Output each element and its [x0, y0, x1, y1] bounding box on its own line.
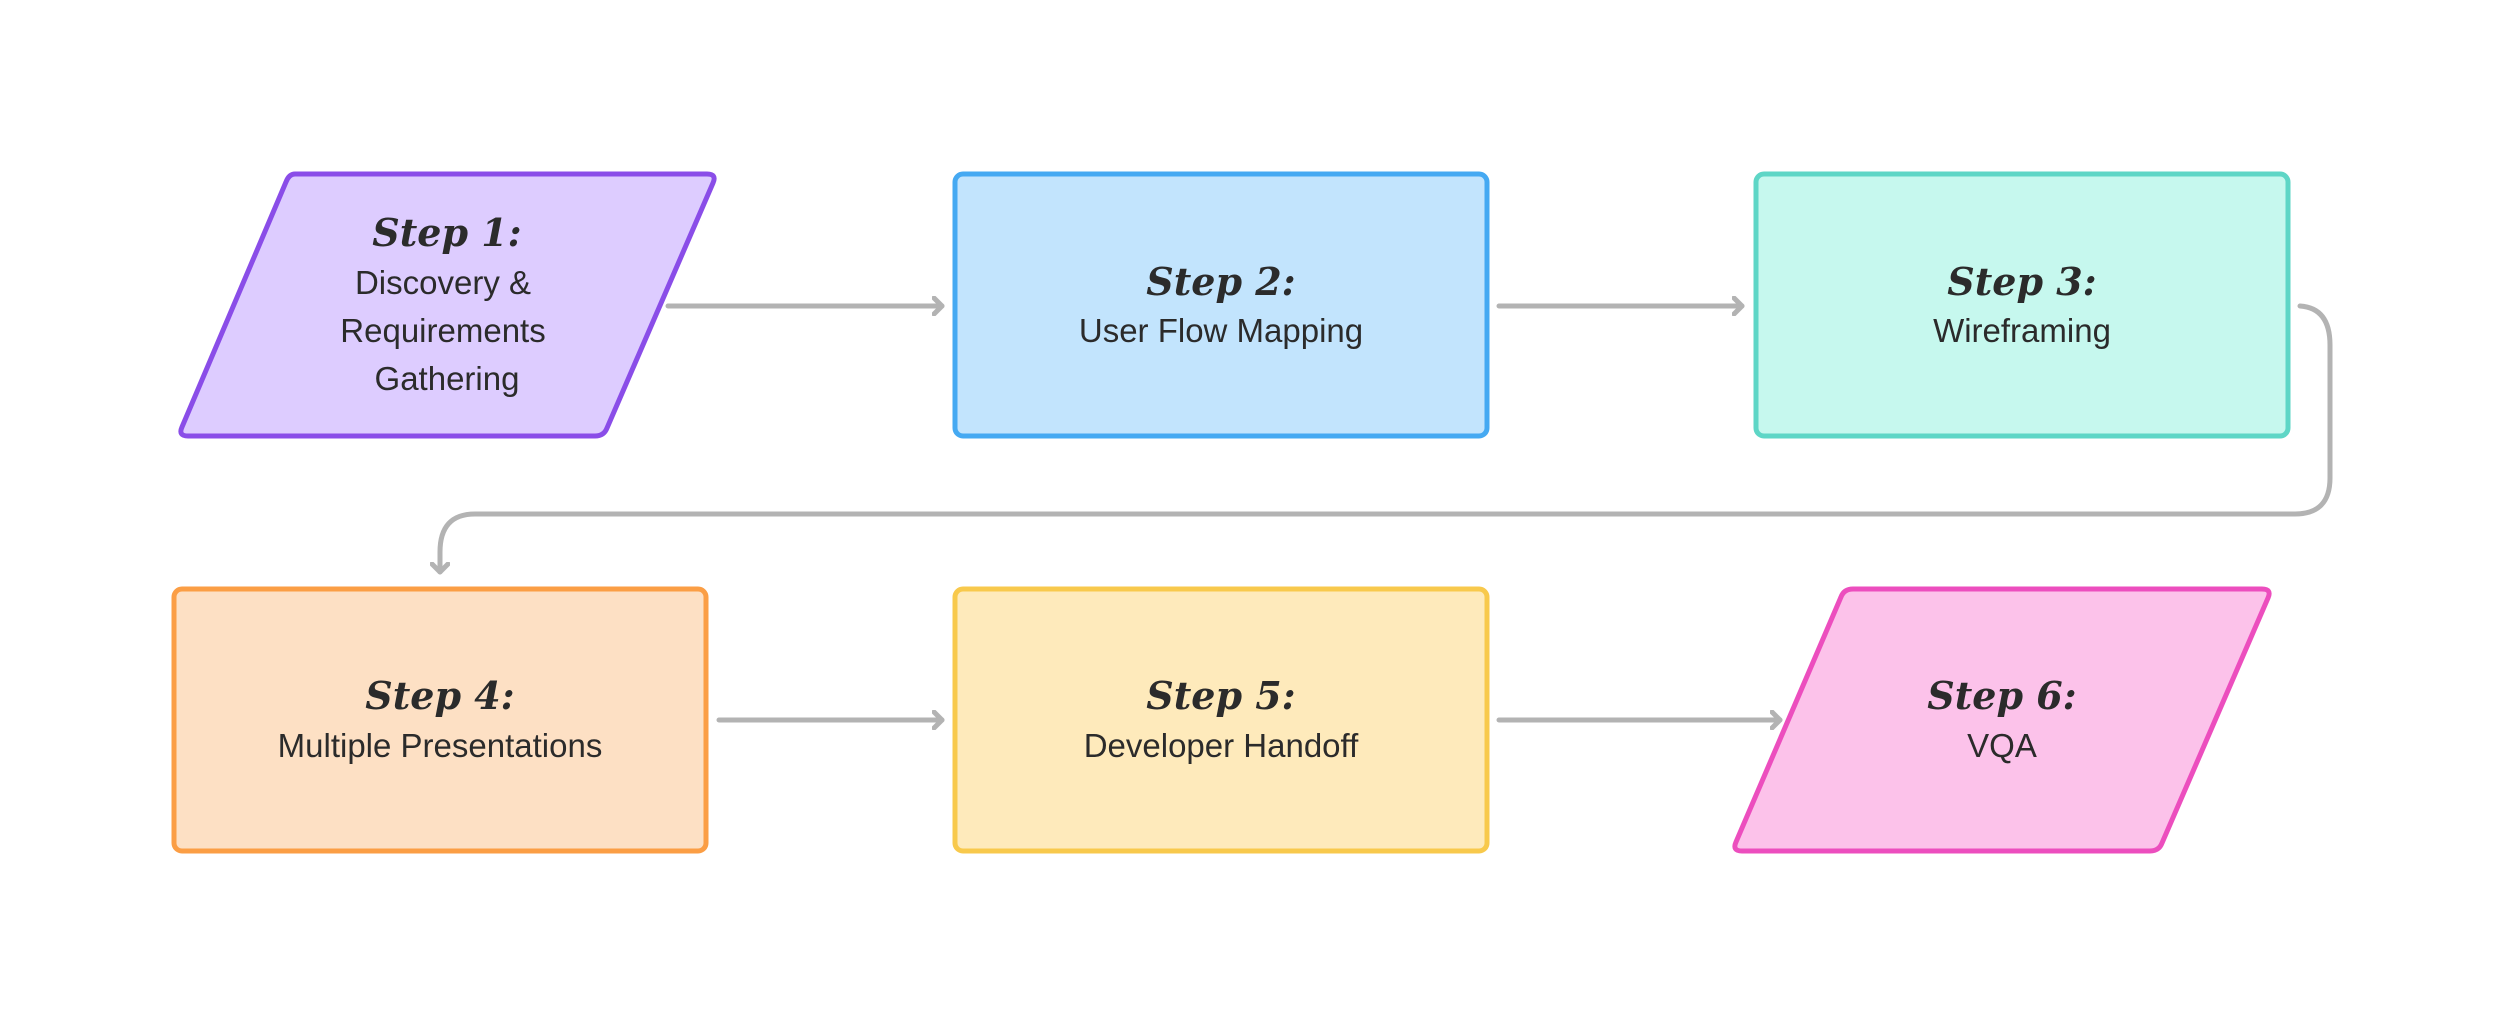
step-3-node: Step 3: Wireframing — [1753, 171, 2291, 439]
step-2-shape — [952, 171, 1490, 439]
step-1-node: Step 1: Discovery & Requirements Gatheri… — [178, 171, 717, 439]
step-5-shape — [952, 586, 1490, 854]
step-4-node: Step 4: Multiple Presentations — [171, 586, 709, 854]
step-2-node: Step 2: User Flow Mapping — [952, 171, 1490, 439]
step-6-label-line-1: VQA — [1967, 727, 2037, 764]
step-5-node: Step 5: Developer Handoff — [952, 586, 1490, 854]
connector-step3-to-step4 — [440, 303, 2333, 575]
step-5-label-line-1: Developer Handoff — [1084, 727, 1359, 764]
step-6-node: Step 6: VQA — [1732, 586, 2272, 854]
step-1-shape — [178, 171, 717, 439]
connectors — [440, 303, 2333, 720]
step-5-title: Step 5: — [1146, 673, 1295, 718]
step-2-title: Step 2: — [1146, 259, 1295, 304]
step-2-label-line-1: User Flow Mapping — [1079, 312, 1363, 349]
step-4-shape — [171, 586, 709, 854]
step-1-title: Step 1: — [372, 210, 521, 255]
step-3-title: Step 3: — [1947, 259, 2096, 304]
step-4-label-line-1: Multiple Presentations — [278, 727, 603, 764]
step-6-title: Step 6: — [1927, 673, 2076, 718]
step-1-label-line-3: Gathering — [375, 360, 520, 397]
step-1-label-line-2: Requirements — [340, 312, 545, 349]
step-1-label-line-1: Discovery & — [355, 264, 531, 301]
step-4-title: Step 4: — [365, 673, 514, 718]
step-6-shape — [1732, 586, 2272, 854]
step-3-label-line-1: Wireframing — [1933, 312, 2111, 349]
step-3-shape — [1753, 171, 2291, 439]
